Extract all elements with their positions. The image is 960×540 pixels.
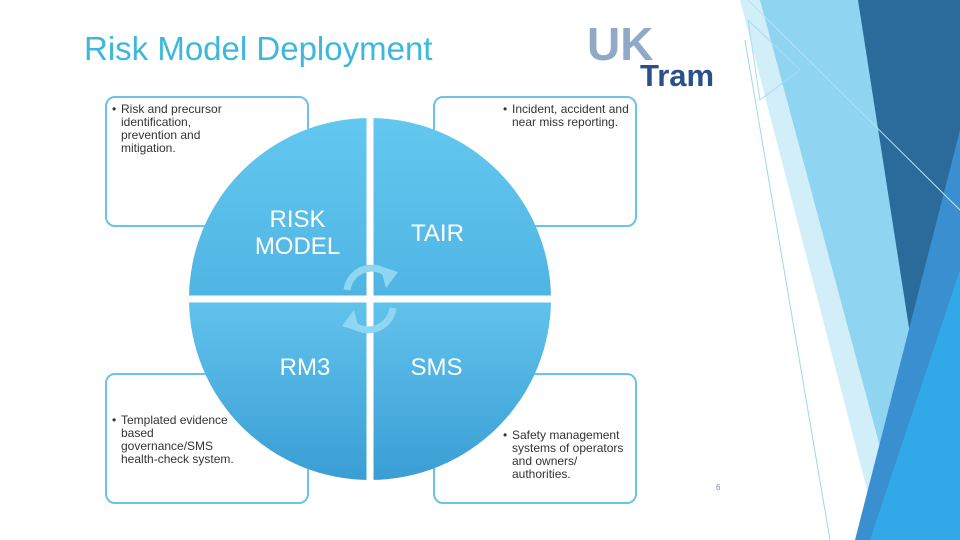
cycle-arrows-icon [342,264,398,334]
note-text: Incident, accident and near miss reporti… [512,102,629,129]
quadrant-top-left [189,118,370,299]
note-templated-evidence: • Templated evidence based governance/SM… [112,414,292,466]
bullet: • [503,102,508,116]
quadrant-label-sms: SMS [410,354,463,381]
cycle-arrowhead-lower [342,310,360,332]
decor-bright-band [870,270,960,540]
decor-thin-line-2 [747,0,960,211]
note-text: Templated evidence based governance/SMS … [121,413,234,466]
cycle-arrowhead-upper [380,266,398,288]
decor-thin-line [744,39,831,540]
note-risk-identification: • Risk and precursor identification, pre… [112,103,292,155]
note-text: Risk and precursor identification, preve… [121,102,222,155]
quadrant-top-right [370,118,551,299]
note-safety-management: • Safety management systems of operators… [503,429,633,481]
page-number: 6 [716,483,721,492]
bullet: • [112,102,117,116]
bullet: • [503,428,508,442]
quadrant-label-risk-model: RISK MODEL [254,206,341,260]
decor-triangle [747,18,801,101]
quadrant-label-rm3: RM3 [279,354,331,381]
quadrant-label-tair: TAIR [411,220,464,247]
logo-text-tram: Tram [640,58,714,90]
bullet: • [112,413,117,427]
quadrant-bottom-left [189,299,370,480]
note-incident-reporting: • Incident, accident and near miss repor… [503,103,638,129]
logo-text-uk: UK [587,18,653,70]
slide-title: Risk Model Deployment [84,30,433,67]
note-text: Safety management systems of operators a… [512,428,624,481]
uk-tram-logo: UK Tram [583,14,733,90]
quadrant-bottom-right [370,299,551,480]
